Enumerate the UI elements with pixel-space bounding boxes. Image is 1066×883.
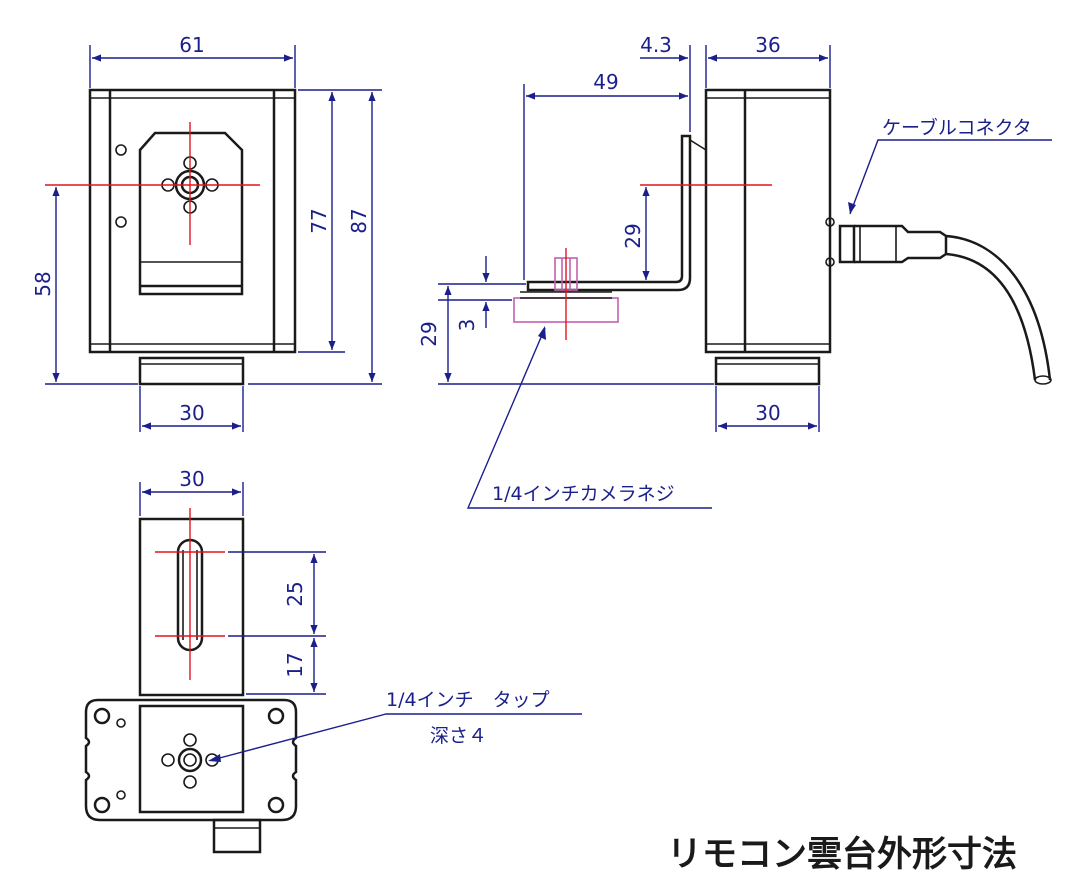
dim-front-height-body: 77 bbox=[307, 208, 331, 233]
label-tap-line1: 1/4インチ タップ bbox=[386, 689, 550, 711]
dim-top-width: 30 bbox=[179, 467, 204, 491]
corner-screw bbox=[267, 707, 285, 725]
front-side-screw bbox=[115, 216, 127, 228]
dim-side-base-width: 30 bbox=[755, 401, 780, 425]
side-body bbox=[704, 88, 832, 354]
front-side-screw bbox=[115, 144, 127, 156]
side-base bbox=[714, 356, 821, 386]
side-view: 4.3 36 49 29 29 3 30 ケーブルコネクタ 1/4インチカメラネ… bbox=[417, 33, 1052, 509]
label-tap-line2: 深さ４ bbox=[430, 725, 487, 747]
dim-side-screw-span: 49 bbox=[593, 70, 618, 94]
dim-top-slot-length: 25 bbox=[283, 581, 307, 606]
corner-screw bbox=[267, 796, 285, 814]
bottom-plate bbox=[138, 517, 245, 697]
dim-side-depth: 36 bbox=[755, 33, 780, 57]
dim-side-screw-height: 29 bbox=[417, 321, 441, 346]
bottom-housing bbox=[84, 698, 298, 822]
bottom-connector bbox=[212, 818, 262, 854]
front-view: 61 77 87 58 30 bbox=[31, 33, 382, 432]
front-base bbox=[138, 356, 245, 386]
dim-front-center-height: 58 bbox=[31, 271, 55, 296]
dim-front-width: 61 bbox=[179, 33, 204, 57]
label-camera-screw: 1/4インチカメラネジ bbox=[492, 483, 675, 505]
dim-side-screw-thickness: 3 bbox=[455, 319, 479, 332]
front-body bbox=[88, 88, 297, 354]
corner-screw bbox=[93, 796, 111, 814]
cable bbox=[945, 234, 1052, 381]
dim-side-offset: 4.3 bbox=[640, 33, 672, 57]
corner-screw bbox=[93, 707, 111, 725]
label-cable-connector: ケーブルコネクタ bbox=[882, 116, 1032, 139]
cable-connector-part bbox=[825, 217, 948, 267]
dim-front-base-width: 30 bbox=[179, 401, 204, 425]
dim-front-height-total: 87 bbox=[347, 208, 371, 233]
front-mount-plate bbox=[138, 131, 244, 296]
page-title: リモコン雲台外形寸法 bbox=[667, 835, 1017, 875]
side-bracket bbox=[526, 134, 692, 292]
dim-side-bracket-height: 29 bbox=[621, 223, 645, 248]
bottom-view: 30 25 17 1/4インチ タップ 深さ４ bbox=[84, 467, 582, 854]
dim-top-slot-offset: 17 bbox=[283, 652, 307, 677]
